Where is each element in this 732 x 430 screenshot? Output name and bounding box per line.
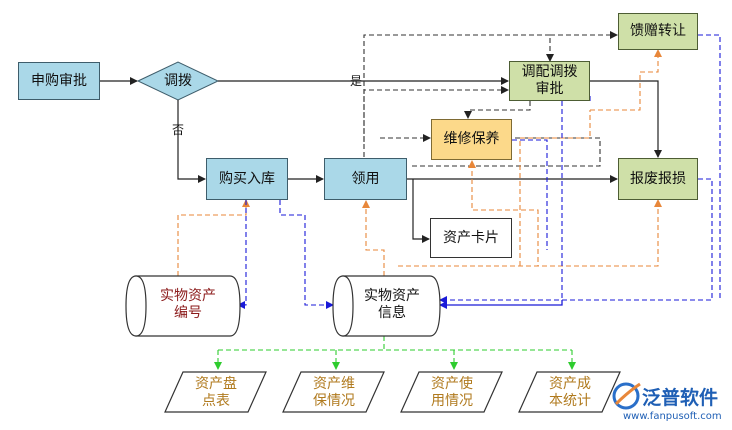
asset-number-store-shape xyxy=(125,275,241,337)
logo-name: 泛普软件 xyxy=(642,387,719,409)
asset-info-store: 实物资产信息 xyxy=(364,288,420,321)
receive-box: 领用 xyxy=(324,158,407,200)
solid-flows xyxy=(100,77,662,243)
green-flows xyxy=(214,336,576,370)
no-label: 否 xyxy=(172,123,185,137)
allocation-approval-line2: 审批 xyxy=(535,81,564,97)
purchase-stock-box: 购买入库 xyxy=(206,158,288,200)
asset-info-store-shape xyxy=(332,275,441,337)
repair-maintenance-box: 维修保养 xyxy=(431,119,512,160)
dashed-flows xyxy=(363,31,618,167)
report-maintenance: 资产维保情况 xyxy=(313,376,355,409)
logo-mark xyxy=(612,382,641,410)
scrap-loss-box: 报废报损 xyxy=(618,158,698,200)
apply-approval-box: 申购审批 xyxy=(18,62,100,100)
report-usage: 资产使用情况 xyxy=(431,376,473,409)
allocation-approval-box: 调配调拨 审批 xyxy=(509,61,590,101)
orange-flows xyxy=(177,49,662,276)
report-cost: 资产成本统计 xyxy=(549,376,591,409)
report-shapes xyxy=(164,371,621,413)
logo-url: www.fanpusoft.com xyxy=(623,411,722,422)
donate-transfer-box: 馈赠转让 xyxy=(618,13,698,50)
yes-label: 是 xyxy=(350,74,363,88)
blue-solid-flow xyxy=(439,300,563,309)
asset-card-box: 资产卡片 xyxy=(430,218,512,258)
asset-number-store: 实物资产编号 xyxy=(160,288,216,321)
transfer-decision: 调拨 xyxy=(164,72,192,89)
allocation-approval-line1: 调配调拨 xyxy=(521,64,578,80)
report-inventory: 资产盘点表 xyxy=(195,376,237,409)
